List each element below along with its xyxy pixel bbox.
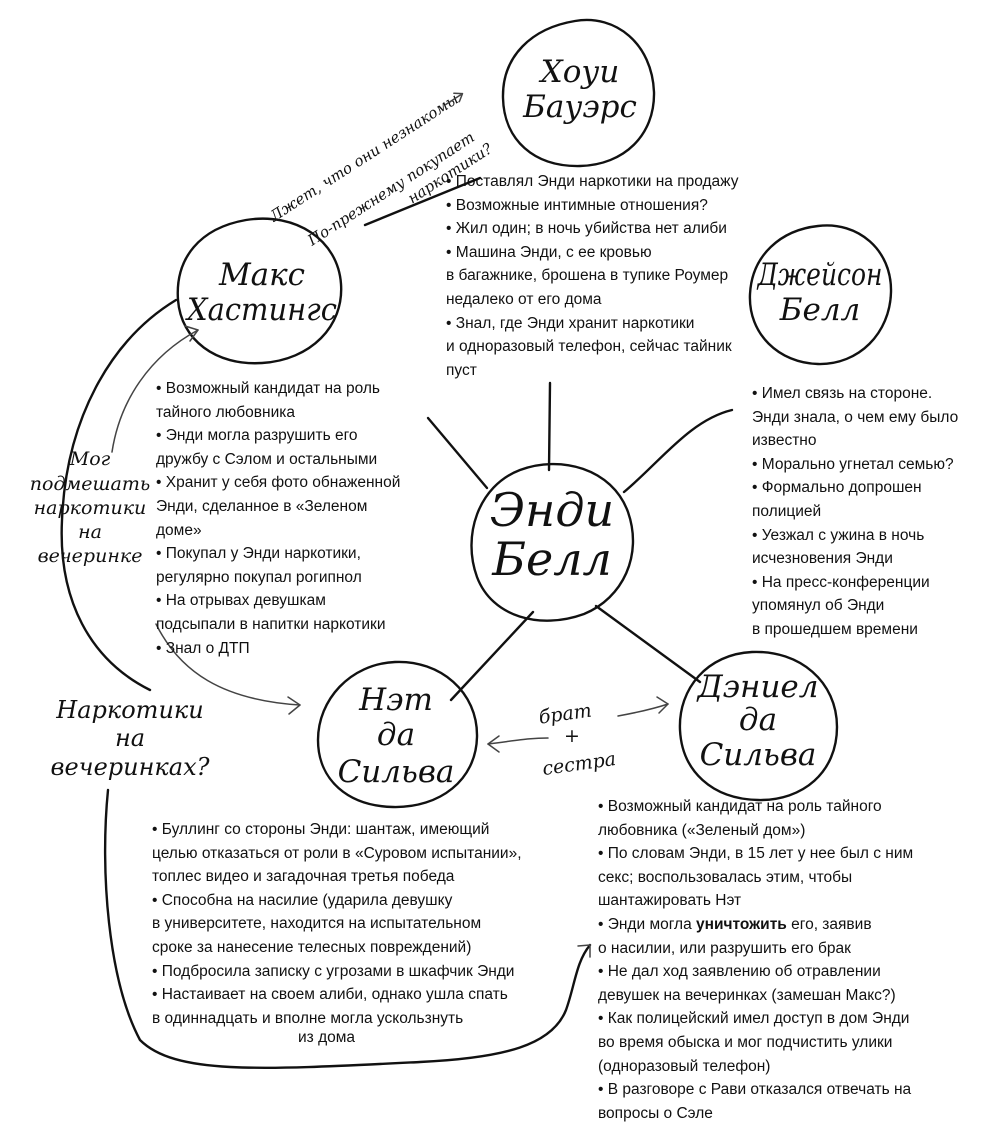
daniel-name-middle: да <box>739 702 777 738</box>
daniel-fact: Не дал ход заявлению об отравлении девуш… <box>598 960 998 1007</box>
daniel-facts: Возможный кандидат на роль тайного любов… <box>598 795 998 1125</box>
jason-fact: На пресс-конференции упомянул об Энди в … <box>752 571 996 642</box>
note-party-question: вечеринках? <box>51 753 210 781</box>
jason-fact: Уезжал с ужина в ночь исчезновения Энди <box>752 524 996 571</box>
max-fact: Покупал у Энди наркотики, регулярно поку… <box>156 542 456 589</box>
connector-to-nat <box>449 610 535 702</box>
arrow-right-icon <box>656 696 669 714</box>
connector-to-hogie <box>547 381 552 472</box>
daniel-fact-end: его, заявив о насилии, или разрушить его… <box>598 915 872 957</box>
max-node-circle <box>176 217 343 365</box>
connector-to-daniel <box>594 604 702 684</box>
daniel-fact-start: Энди могла <box>607 915 697 933</box>
daniel-fact: По словам Энди, в 15 лет у нее был с ним… <box>598 842 998 913</box>
max-name-first: Макс <box>218 257 305 293</box>
note-drugs: наркотики <box>34 497 147 519</box>
daniel-fact-emphasis: уничтожить <box>696 915 787 933</box>
nat-name-middle: да <box>377 717 415 753</box>
note-mix: подмешать <box>30 473 150 495</box>
arrow-head-icon <box>287 696 301 715</box>
nat-name-first: Нэт <box>358 682 433 718</box>
note-party: вечеринке <box>38 545 143 567</box>
note-party-at: на <box>115 724 145 752</box>
nat-node-circle <box>316 660 479 809</box>
center-name-last: Белл <box>491 532 612 586</box>
arrow-head-icon <box>577 944 591 958</box>
max-arc-line <box>60 298 178 692</box>
hogie-fact: Знал, где Энди хранит наркотики и однора… <box>446 312 806 383</box>
daniel-name-last: Сильва <box>700 737 817 773</box>
max-fact: Знал о ДТП <box>156 637 456 661</box>
arrow-left-icon <box>487 735 500 753</box>
nat-fact: Способна на насилие (ударила девушку в у… <box>152 889 582 960</box>
max-fact: Возможный кандидат на роль тайного любов… <box>156 377 456 424</box>
jason-facts: Имел связь на стороне. Энди знала, о чем… <box>752 382 996 642</box>
daniel-fact: В разговоре с Рави отказался отвечать на… <box>598 1078 998 1125</box>
connector-to-jason <box>622 408 734 494</box>
siblings-plus: + <box>564 725 580 747</box>
hogie-fact: Поставлял Энди наркотики на продажу <box>446 170 806 194</box>
hogie-fact: Машина Энди, с ее кровью в багажнике, бр… <box>446 241 806 312</box>
daniel-fact: Как полицейский имел доступ в дом Энди в… <box>598 1007 998 1078</box>
siblings-arrow-right <box>617 703 669 717</box>
jason-fact: Имел связь на стороне. Энди знала, о чем… <box>752 382 996 453</box>
note-party-drugs: Наркотики <box>55 696 203 724</box>
max-fact: На отрывах девушкам подсыпали в напитки … <box>156 589 456 636</box>
hogie-node-circle <box>501 18 656 168</box>
max-name-last: Хастингс <box>185 292 337 328</box>
nat-fact-tail: из дома <box>298 1029 356 1046</box>
jason-fact: Формально допрошен полицией <box>752 476 996 523</box>
nat-fact: Настаивает на своем алиби, однако ушла с… <box>152 983 582 1030</box>
daniel-fact: Энди могла уничтожить его, заявив о наси… <box>598 913 998 960</box>
arrow-right-icon <box>444 92 464 106</box>
center-node-circle <box>470 462 635 622</box>
hogie-facts: Поставлял Энди наркотики на продажу Возм… <box>446 170 806 382</box>
max-upper-arrow <box>111 329 199 453</box>
max-fact: Энди могла разрушить его дружбу с Сэлом … <box>156 424 456 471</box>
siblings-sister: сестра <box>541 748 617 780</box>
hogie-name-first: Хоуи <box>539 54 620 90</box>
max-facts: Возможный кандидат на роль тайного любов… <box>156 377 456 660</box>
center-name-first: Энди <box>490 483 614 537</box>
hogie-name-last: Бауэрс <box>522 89 637 125</box>
daniel-fact: Возможный кандидат на роль тайного любов… <box>598 795 998 842</box>
nat-fact: Подбросила записку с угрозами в шкафчик … <box>152 960 582 984</box>
arrow-head-icon <box>184 325 199 342</box>
daniel-name-first: Дэниел <box>695 669 818 705</box>
hogie-fact: Возможные интимные отношения? <box>446 194 806 218</box>
note-at: на <box>78 521 102 543</box>
nat-facts: Буллинг со стороны Энди: шантаж, имеющий… <box>152 818 582 1030</box>
jason-fact: Морально угнетал семью? <box>752 453 996 477</box>
max-fact: Хранит у себя фото обнаженной Энди, сдел… <box>156 471 456 542</box>
nat-name-last: Сильва <box>338 754 455 790</box>
hogie-fact: Жил один; в ночь убийства нет алиби <box>446 217 806 241</box>
note-could-mix: Мог <box>69 448 111 470</box>
siblings-arrow-left <box>487 737 549 745</box>
nat-fact: Буллинг со стороны Энди: шантаж, имеющий… <box>152 818 582 889</box>
